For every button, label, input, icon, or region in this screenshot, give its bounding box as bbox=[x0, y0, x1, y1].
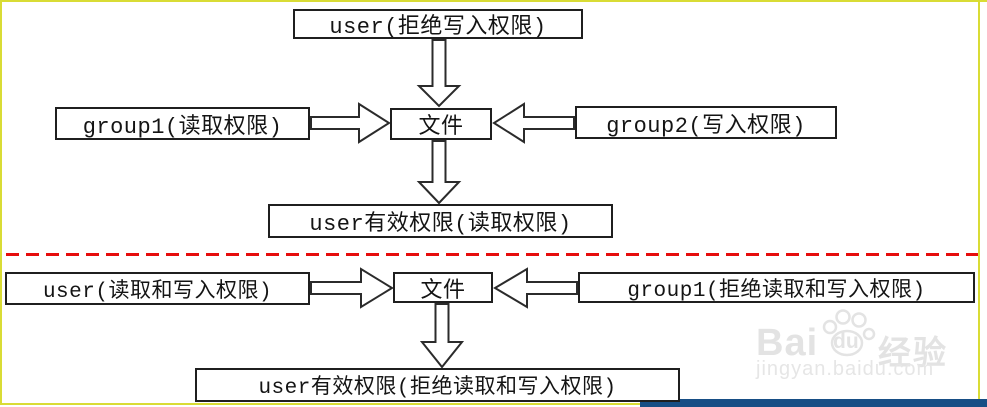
arrow-file-to-effective-top bbox=[416, 140, 462, 205]
arrow-user-to-file-bottom bbox=[310, 267, 394, 309]
box-group1-deny-read-write: group1(拒绝读取和写入权限) bbox=[578, 272, 975, 303]
watermark-site-url: jingyan.baidu.com bbox=[756, 358, 935, 380]
box-file-bottom: 文件 bbox=[393, 272, 493, 304]
box-file-top: 文件 bbox=[390, 108, 492, 140]
frame-border-bottom bbox=[0, 403, 648, 405]
watermark-jingyan-cn: 经验 bbox=[878, 334, 948, 371]
arrow-group1-to-file-bottom bbox=[493, 267, 578, 309]
box-group1-read: group1(读取权限) bbox=[55, 107, 310, 140]
dashed-divider bbox=[6, 253, 978, 256]
watermark-baidu-latin: Bai bbox=[756, 322, 819, 364]
box-user-effective-read: user有效权限(读取权限) bbox=[268, 204, 613, 238]
baidu-paw-icon bbox=[822, 309, 876, 357]
watermark-baidu-du: du bbox=[833, 330, 859, 353]
box-group2-write: group2(写入权限) bbox=[575, 106, 837, 139]
arrow-user-to-file-top bbox=[416, 39, 462, 108]
arrow-group2-to-file-top bbox=[492, 102, 575, 144]
box-user-read-write: user(读取和写入权限) bbox=[5, 272, 310, 305]
bottom-navy-bar bbox=[640, 399, 987, 407]
frame-border-top bbox=[0, 0, 987, 2]
arrow-file-to-effective-bottom bbox=[419, 303, 465, 369]
frame-border-right bbox=[978, 0, 980, 401]
arrow-group1-to-file-top bbox=[310, 102, 391, 144]
frame-border-left bbox=[0, 0, 2, 405]
box-user-deny-write: user(拒绝写入权限) bbox=[293, 9, 583, 40]
box-user-effective-deny: user有效权限(拒绝读取和写入权限) bbox=[195, 368, 680, 402]
